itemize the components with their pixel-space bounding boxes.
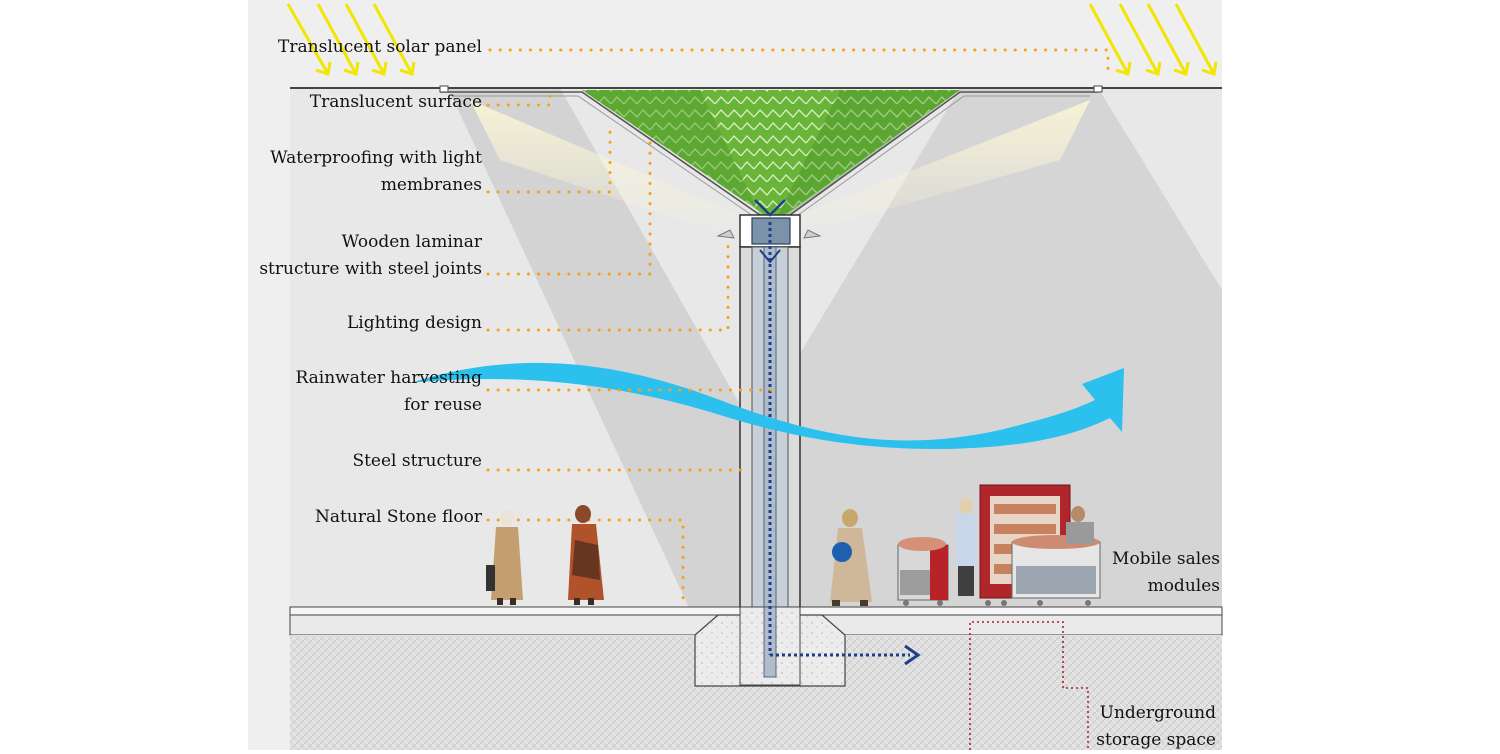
- pedestrian-3: [830, 509, 872, 606]
- label-translucent-solar-panel: Translucent solar panel: [278, 37, 482, 57]
- green-canopy: [582, 90, 960, 222]
- water-outlet-arrow-icon: [904, 644, 921, 666]
- mobile-sales-modules: [897, 484, 1101, 606]
- label-natural-stone-floor: Natural Stone floor: [315, 507, 482, 527]
- pedestrian-1: [486, 510, 523, 605]
- airflow-arrow: [410, 362, 1124, 450]
- leader-lines: [486, 48, 1110, 606]
- shadow-right: [760, 88, 1222, 610]
- sun-rays-right: [1088, 3, 1218, 76]
- lamp-right-icon: [803, 229, 822, 239]
- label-translucent-surface: Translucent surface: [309, 92, 482, 112]
- lamp-left-icon: [716, 229, 735, 239]
- underground-storage-outline: [969, 621, 1089, 750]
- sun-rays-left: [286, 3, 416, 76]
- pedestrian-2: [568, 505, 604, 605]
- label-lighting-design: Lighting design: [347, 313, 482, 333]
- canopy-structure-left: [440, 91, 761, 216]
- shadow-left: [448, 88, 760, 610]
- funnel-icon: [754, 199, 786, 217]
- label-steel-structure: Steel structure: [352, 451, 482, 471]
- light-glow: [470, 100, 1090, 240]
- canopy-structure-right: [789, 91, 1098, 216]
